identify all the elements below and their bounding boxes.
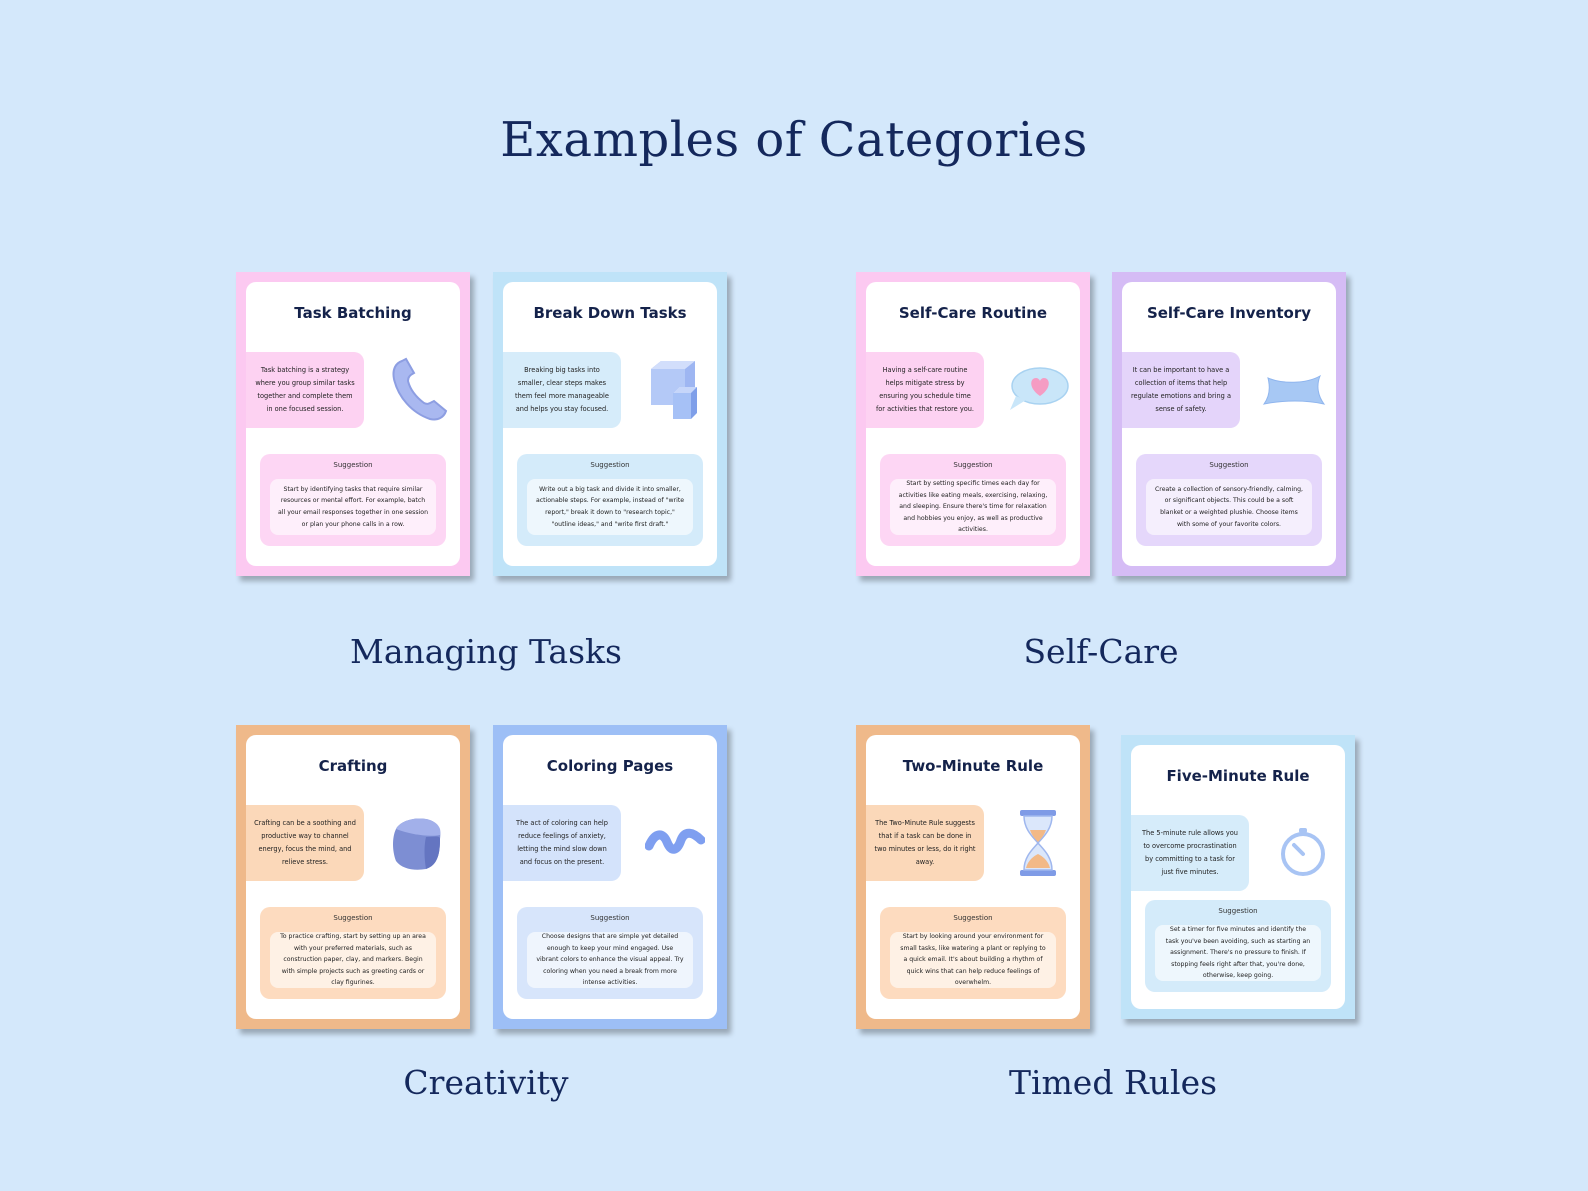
suggestion-label: Suggestion	[953, 914, 993, 922]
card-title: Break Down Tasks	[533, 304, 687, 322]
suggestion-box: Suggestion Write out a big task and divi…	[517, 454, 703, 546]
suggestion-label: Suggestion	[333, 461, 373, 469]
card-title: Task Batching	[294, 304, 412, 322]
phone-icon	[382, 354, 454, 426]
suggestion-text: Write out a big task and divide it into …	[527, 479, 693, 535]
card-title: Five-Minute Rule	[1166, 767, 1310, 785]
card-break-down-tasks: Break Down Tasks Breaking big tasks into…	[493, 272, 727, 576]
suggestion-label: Suggestion	[953, 461, 993, 469]
timer-icon	[1267, 817, 1339, 889]
hourglass-icon	[1002, 807, 1074, 879]
card-body: Five-Minute Rule The 5-minute rule allow…	[1131, 745, 1345, 1009]
card-body: Task Batching Task batching is a strateg…	[246, 282, 460, 566]
card-self-care-routine: Self-Care Routine Having a self-care rou…	[856, 272, 1090, 576]
suggestion-text: Start by looking around your environment…	[890, 932, 1056, 988]
card-task-batching: Task Batching Task batching is a strateg…	[236, 272, 470, 576]
page-title: Examples of Categories	[500, 112, 1088, 168]
card-two-minute-rule: Two-Minute Rule The Two-Minute Rule sugg…	[856, 725, 1090, 1029]
card-title: Coloring Pages	[546, 757, 674, 775]
suggestion-box: Suggestion Choose designs that are simpl…	[517, 907, 703, 999]
card-description: Breaking big tasks into smaller, clear s…	[503, 352, 621, 428]
card-description: Crafting can be a soothing and productiv…	[246, 805, 364, 881]
suggestion-text: To practice crafting, start by setting u…	[270, 932, 436, 988]
card-coloring-pages: Coloring Pages The act of coloring can h…	[493, 725, 727, 1029]
pillow-icon	[1258, 354, 1330, 426]
card-body: Self-Care Inventory It can be important …	[1122, 282, 1336, 566]
suggestion-label: Suggestion	[590, 461, 630, 469]
card-self-care-inventory: Self-Care Inventory It can be important …	[1112, 272, 1346, 576]
cubes-icon	[639, 354, 711, 426]
card-body: Two-Minute Rule The Two-Minute Rule sugg…	[866, 735, 1080, 1019]
suggestion-box: Suggestion To practice crafting, start b…	[260, 907, 446, 999]
card-title: Crafting	[318, 757, 388, 775]
suggestion-box: Suggestion Start by looking around your …	[880, 907, 1066, 999]
card-title: Two-Minute Rule	[902, 757, 1044, 775]
suggestion-label: Suggestion	[590, 914, 630, 922]
card-title: Self-Care Routine	[898, 304, 1048, 322]
suggestion-label: Suggestion	[333, 914, 373, 922]
category-label-creativity: Creativity	[403, 1063, 569, 1102]
suggestion-box: Suggestion Set a timer for five minutes …	[1145, 900, 1331, 992]
suggestion-label: Suggestion	[1218, 907, 1258, 915]
card-description: Having a self-care routine helps mitigat…	[866, 352, 984, 428]
suggestion-box: Suggestion Create a collection of sensor…	[1136, 454, 1322, 546]
card-body: Coloring Pages The act of coloring can h…	[503, 735, 717, 1019]
card-crafting: Crafting Crafting can be a soothing and …	[236, 725, 470, 1029]
suggestion-text: Start by setting specific times each day…	[890, 479, 1056, 535]
card-description: The Two-Minute Rule suggests that if a t…	[866, 805, 984, 881]
card-description: The act of coloring can help reduce feel…	[503, 805, 621, 881]
suggestion-text: Start by identifying tasks that require …	[270, 479, 436, 535]
card-description: Task batching is a strategy where you gr…	[246, 352, 364, 428]
card-description: The 5-minute rule allows you to overcome…	[1131, 815, 1249, 891]
category-label-managing-tasks: Managing Tasks	[350, 632, 622, 671]
card-body: Crafting Crafting can be a soothing and …	[246, 735, 460, 1019]
card-five-minute-rule: Five-Minute Rule The 5-minute rule allow…	[1121, 735, 1355, 1019]
card-body: Self-Care Routine Having a self-care rou…	[866, 282, 1080, 566]
suggestion-box: Suggestion Start by setting specific tim…	[880, 454, 1066, 546]
suggestion-text: Set a timer for five minutes and identif…	[1155, 925, 1321, 981]
card-body: Break Down Tasks Breaking big tasks into…	[503, 282, 717, 566]
card-description: It can be important to have a collection…	[1122, 352, 1240, 428]
heart-bubble-icon	[1002, 354, 1074, 426]
card-title: Self-Care Inventory	[1146, 304, 1312, 322]
suggestion-label: Suggestion	[1209, 461, 1249, 469]
squiggle-icon	[639, 807, 711, 879]
category-label-self-care: Self-Care	[1023, 632, 1179, 671]
suggestion-text: Create a collection of sensory-friendly,…	[1146, 479, 1312, 535]
clay-cube-icon	[382, 807, 454, 879]
suggestion-text: Choose designs that are simple yet detai…	[527, 932, 693, 988]
suggestion-box: Suggestion Start by identifying tasks th…	[260, 454, 446, 546]
category-label-timed-rules: Timed Rules	[1008, 1063, 1218, 1102]
